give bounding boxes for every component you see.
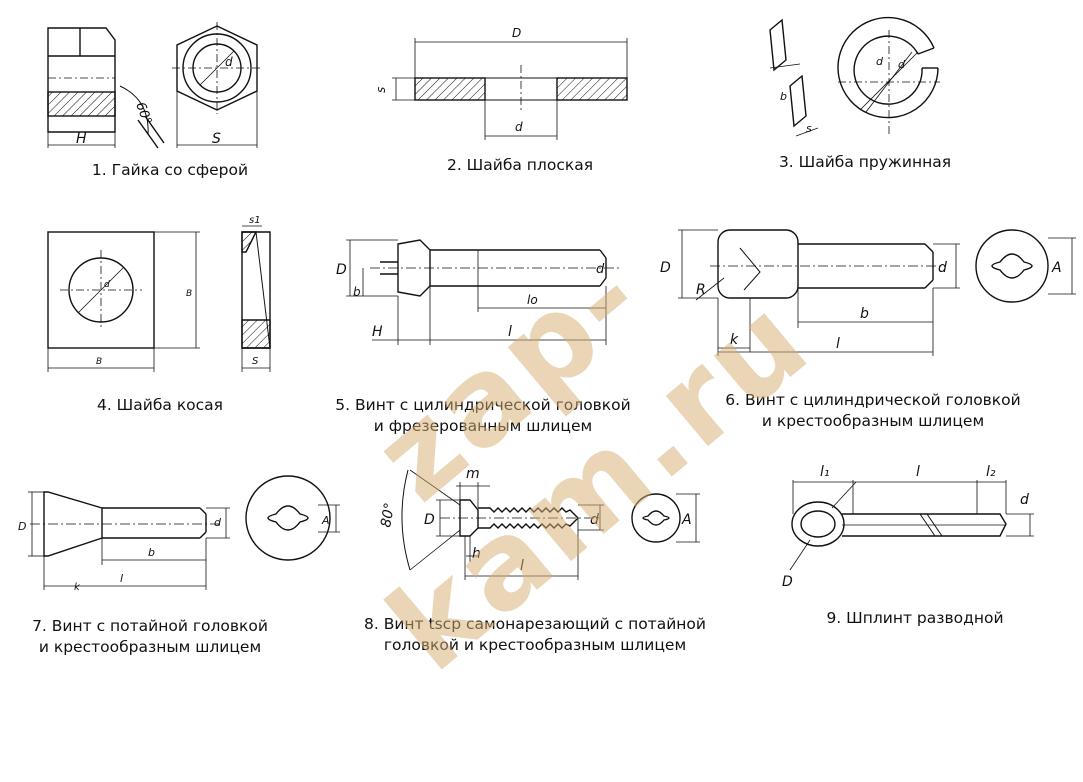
dim-9-d: d [1020,492,1029,508]
dim-6-d: d [938,260,947,276]
figure-4-taper-washer [47,225,271,372]
caption-3: 3. Шайба пружинная [778,153,952,171]
caption-2: 2. Шайба плоская [446,156,594,174]
dim-5-lo: lo [527,293,538,307]
figure-7-countersunk-screw [28,475,340,590]
figure-9-cotter-pin [789,480,1034,571]
caption-9: 9. Шплинт разводной [826,609,1004,627]
dim-6-D: D [660,260,671,276]
dim-6-b: b [860,306,869,322]
fasteners-diagram: H S d 60° D s d d d b s s1 B B S d D b H… [18,16,1076,593]
dim-9-l2: l₂ [986,464,996,480]
dim-6-A: A [1051,260,1062,276]
figure-2-flat-washer [392,38,628,140]
dim-8-d: d [590,512,599,528]
caption-5: 5. Винт с цилиндрической головкой и фрез… [335,396,631,435]
dim-9-D: D [782,574,793,590]
figure-8-self-tapping-screw [401,469,700,580]
dim-7-k: k [74,582,81,593]
dim-9-l1: l₁ [820,464,830,480]
dim-4-S: S [252,356,259,367]
dim-5-D: D [336,262,347,278]
dim-7-d: d [214,516,222,529]
dim-6-k: k [730,332,739,348]
dim-9-l: l [916,464,920,480]
dim-3-d2: d [876,55,884,68]
caption-8: 8. Винт tscp самонарезающий с потайной г… [364,615,706,654]
dim-1-d: d [225,55,233,69]
dim-8-A: A [681,512,692,528]
dim-5-b: b [353,285,361,299]
caption-4: 4. Шайба косая [96,396,224,414]
figure-1-nut [47,22,262,149]
dim-2-D: D [512,26,521,40]
dim-1-angle: 60° [132,100,154,127]
dim-4-B: B [186,289,192,299]
dim-8-angle: 80° [378,501,398,528]
dim-6-l: l [836,336,840,352]
caption-6: 6. Винт с цилиндрической головкой и крес… [725,391,1021,430]
dim-7-b: b [148,546,155,559]
caption-1: 1. Гайка со сферой [91,161,249,179]
dim-3-b: b [780,90,787,103]
figure-6-cross-screw [678,229,1076,356]
dim-1-S: S [212,131,221,147]
dim-5-d: d [596,262,605,277]
figure-5-slotted-screw [346,239,620,345]
dim-8-l: l [520,558,524,574]
dim-3-s: s [806,122,812,135]
dim-8-h: h [472,546,481,562]
dim-5-H: H [372,324,383,340]
dim-1-H: H [76,131,87,147]
dim-7-D: D [18,520,26,533]
caption-7: 7. Винт с потайной головкой и крестообра… [32,617,268,656]
dim-7-A: A [321,514,330,527]
dim-2-s: s [374,87,388,93]
figure-3-spring-washer [769,16,940,137]
dim-3-d: d [898,58,906,71]
dim-2-d: d [515,120,523,134]
dim-4-B2: B [96,357,102,367]
dim-5-l: l [508,324,512,340]
dim-8-m: m [466,466,480,482]
dim-4-s1: s1 [249,215,261,226]
dim-6-R: R [696,282,706,298]
dim-7-l: l [120,572,123,585]
dim-4-d: d [104,280,110,290]
dim-8-D: D [424,512,435,528]
